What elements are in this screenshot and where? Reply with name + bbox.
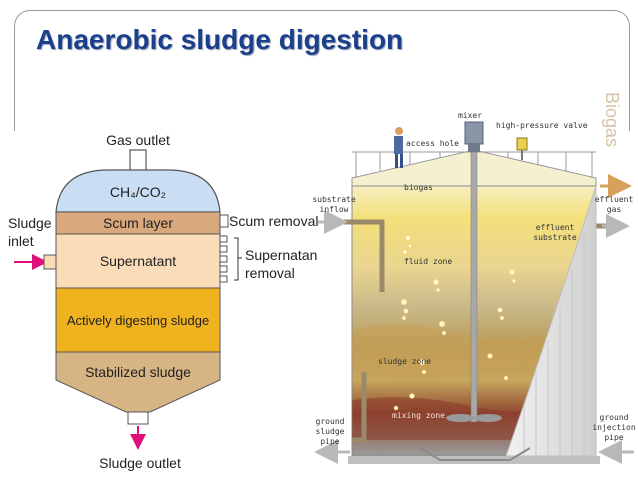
supernatant-label: Supernatant <box>100 253 176 269</box>
supernatant-removal-label-line2: removal <box>245 265 295 281</box>
gas-outlet-pipe <box>129 149 147 173</box>
sludge-inlet-nozzle <box>43 254 57 270</box>
mixer-blades <box>446 414 502 422</box>
effluent-substrate-label-line1: effluent <box>536 223 575 232</box>
active-sludge-band <box>55 287 221 353</box>
ground-injection-pipe-label-line1: ground <box>600 413 629 422</box>
gas-dome <box>55 169 221 213</box>
cutaway-panel <box>505 185 597 457</box>
left-digester-diagram: Gas outlet CH₄/CO₂ Scum layer Supernatan… <box>8 132 318 471</box>
mixer-motor <box>464 121 484 145</box>
mixing-zone-label: mixing zone <box>392 411 445 420</box>
supernatant-removal-label-line1: Supernatan <box>245 247 317 263</box>
supernatant-removal-bracket <box>234 237 242 281</box>
high-pressure-valve <box>516 137 528 160</box>
scum-removal-label: Scum removal <box>229 213 318 229</box>
ground-sludge-pipe <box>352 372 367 443</box>
cutaway-panel-ribs <box>523 232 585 456</box>
stabilized-sludge-label: Stabilized sludge <box>85 364 191 380</box>
ground-sludge-pipe-label-line1: ground <box>316 417 345 426</box>
tank-floor-sump <box>419 447 531 461</box>
ground-injection-pipe-label-line2: injection <box>592 423 636 432</box>
sludge-outlet-pipe <box>127 411 149 425</box>
worker-figure <box>394 127 403 168</box>
biogas-label: biogas <box>404 183 433 192</box>
ground-injection-pipe-label-line3: pipe <box>604 433 623 442</box>
sludge-outlet-label: Sludge outlet <box>99 455 181 471</box>
mixer-shaft <box>470 151 478 423</box>
gas-bubbles <box>393 234 517 411</box>
scum-layer-label: Scum layer <box>103 215 173 231</box>
biogas-watermark: Biogas <box>602 92 622 147</box>
effluent-gas-label-line1: effluent <box>595 195 634 204</box>
slide-frame <box>14 10 630 131</box>
gas-dome-label: CH₄/CO₂ <box>110 184 166 200</box>
scum-removal-nozzle <box>219 214 229 228</box>
stabilized-sludge-cone <box>55 351 221 413</box>
mixer-label: mixer <box>458 111 482 120</box>
substrate-inflow-pipe <box>344 219 385 292</box>
supernatant-band <box>55 233 221 289</box>
effluent-gas-label-line2: gas <box>607 205 622 214</box>
ground-sludge-pipe-label-line3: pipe <box>320 437 339 446</box>
substrate-inflow-label-line2: inflow <box>320 205 349 214</box>
fluid-zone-label: fluid zone <box>404 257 452 266</box>
gas-outlet-label: Gas outlet <box>106 132 170 148</box>
high-pressure-valve-label: high-pressure valve <box>496 121 588 130</box>
active-sludge-label: Actively digesting sludge <box>67 313 209 328</box>
ground-sludge-pipe-label-line2: sludge <box>316 427 345 436</box>
mixer-motor-base <box>468 144 480 152</box>
effluent-substrate-label-line2: substrate <box>533 233 577 242</box>
slide-title: Anaerobic sludge digestion <box>36 24 404 55</box>
supernatant-removal-nozzles <box>219 235 228 283</box>
sludge-inlet-label-line2: inlet <box>8 233 34 249</box>
access-hole-label: access hole <box>406 139 459 148</box>
substrate-inflow-label-line1: substrate <box>312 195 356 204</box>
sludge-inlet-label-line1: Sludge <box>8 215 52 231</box>
sludge-zone-label: sludge zone <box>378 357 431 366</box>
right-digester-diagram: Biogas mixer high-pressure valve access … <box>312 92 636 464</box>
